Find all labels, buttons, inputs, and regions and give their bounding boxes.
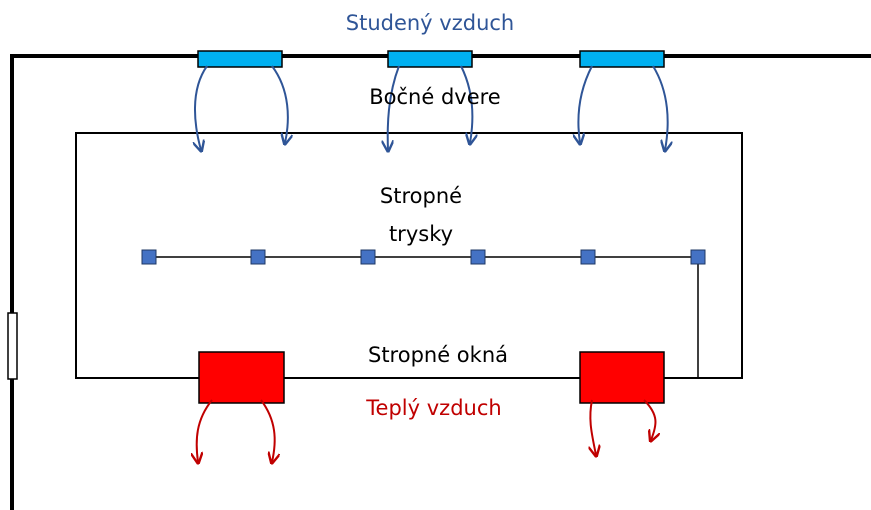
ceiling-nozzle[interactable] [141, 249, 157, 265]
ceiling-window[interactable] [198, 351, 285, 404]
ceiling-nozzles-label-line1: Stropné [380, 184, 462, 208]
ceiling-nozzles-label-line2: trysky [389, 222, 453, 246]
cold-air-label: Studený vzduch [346, 11, 514, 35]
ceiling-nozzle[interactable] [250, 249, 266, 265]
cold-air-arrow [271, 65, 288, 143]
ceiling-nozzle[interactable] [690, 249, 706, 265]
ceiling-nozzle[interactable] [580, 249, 596, 265]
warm-air-arrow [643, 399, 655, 440]
warm-air-arrow [260, 399, 275, 462]
ceiling-nozzle[interactable] [360, 249, 376, 265]
cold-air-arrow [388, 65, 400, 150]
wall-door [7, 312, 18, 380]
cold-air-arrow [578, 65, 593, 143]
ceiling-nozzle[interactable] [470, 249, 486, 265]
ceiling-window[interactable] [579, 351, 665, 404]
warm-air-label: Teplý vzduch [365, 396, 501, 420]
side-doors-label: Bočné dvere [369, 85, 500, 109]
cold-air-vent[interactable] [579, 50, 665, 68]
cold-air-arrow [652, 65, 668, 150]
cold-air-vent[interactable] [387, 50, 473, 68]
warm-air-arrow [590, 399, 596, 455]
cold-air-arrow [460, 65, 472, 143]
cold-air-arrow [195, 65, 208, 150]
inner-building-outline [75, 132, 743, 379]
cold-air-vent[interactable] [197, 50, 283, 68]
ceiling-windows-label: Stropné okná [368, 343, 508, 367]
warm-air-arrow [197, 399, 213, 462]
